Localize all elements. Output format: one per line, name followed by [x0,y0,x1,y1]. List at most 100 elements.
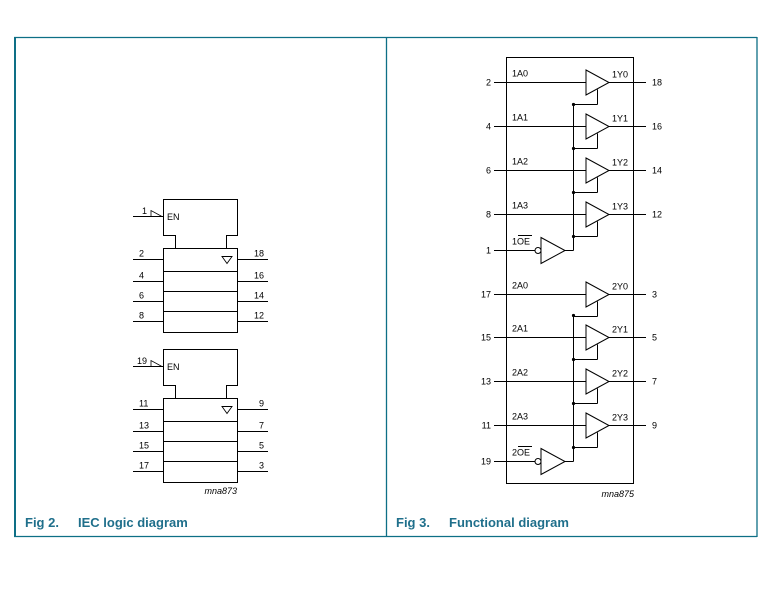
output-pin-number: 14 [254,291,264,301]
input-label: 1A0 [512,69,528,79]
input-label: 2A2 [512,368,528,378]
input-pin-number: 2 [486,78,491,88]
input-pin-number: 17 [139,461,149,471]
input-label: 2A1 [512,324,528,334]
input-pin-number: 8 [139,311,144,321]
fig3-title: Functional diagram [449,515,569,530]
input-label: 2A3 [512,412,528,422]
fig3-number: Fig 3. [396,515,430,530]
output-label: 1Y1 [612,114,628,124]
input-label: 1A2 [512,157,528,167]
enable-input-indicator-icon [150,359,163,367]
enable-pin-number: 19 [137,356,147,366]
output-pin-number: 16 [254,271,264,281]
control-gap [176,234,226,237]
input-pin-number: 11 [482,421,491,431]
output-pin-number: 12 [652,210,662,220]
functional-diagram: 2 1A0 18 1Y0 4 1A1 16 1Y1 6 1A2 14 1Y2 8 1A3 12 1Y3 1 1OE… [481,57,662,484]
inverter-triangle-icon [540,236,567,265]
input-pin-number: 11 [139,399,148,409]
output-pin-number: 7 [652,377,657,387]
inversion-bubble-icon [534,458,542,465]
input-label: 1A1 [512,113,528,123]
buffer-channel: 15 2A1 5 2Y1 [481,313,657,360]
output-pin-number: 5 [652,333,657,343]
buffer-channel: 6 1A2 14 1Y2 [486,146,662,193]
input-pin-number: 13 [139,421,149,431]
input-pin-number: 2 [139,249,144,259]
output-label: 1Y3 [612,202,628,212]
output-pin-number: 7 [259,421,264,431]
buffer-group-1: 2 1A0 18 1Y0 4 1A1 16 1Y1 6 1A2 14 1Y2 8 1A3 12 1Y3 1 1OE [486,69,662,265]
junction-dot [571,234,576,239]
buffer-group-2: 172A032Y0152A152Y1132A272Y2112A392Y3192O… [481,281,657,476]
output-label: 2Y1 [612,325,628,335]
three-state-output-icon [221,406,233,415]
output-label: 2Y0 [612,282,628,292]
output-pin-number: 18 [254,249,264,259]
buffer-triangle-icon [585,324,611,351]
enable-label: EN [167,212,180,222]
input-pin-number: 6 [139,291,144,301]
output-pin-number: 3 [259,461,264,471]
buffer-triangle-icon [585,201,611,228]
output-pin-number: 12 [254,311,264,321]
fig2-code: mna873 [204,486,237,496]
device-outline-box [506,57,634,484]
buffer-channel: 4 1A1 16 1Y1 [486,102,662,149]
buffer-triangle-icon [585,281,611,308]
output-pin-number: 18 [652,78,662,88]
three-state-output-icon [221,256,233,265]
channel-box [163,248,238,333]
control-gap [176,384,226,387]
output-pin-number: 16 [652,122,662,132]
output-pin-number: 9 [652,421,657,431]
enable-pin-number: 1 [142,206,147,216]
output-pin-number: 14 [652,166,662,176]
buffer-channel: 11 2A3 9 2Y3 [482,401,657,448]
output-pin-number: 5 [259,441,264,451]
junction-dot [571,445,576,450]
output-pin-number: 9 [259,399,264,409]
buffer-channel: 8 1A3 12 1Y3 [486,190,662,237]
input-pin-number: 6 [486,166,491,176]
buffer-triangle-icon [585,157,611,184]
input-pin-number: 13 [481,377,491,387]
oe-label: 2OE [512,448,530,458]
output-label: 1Y0 [612,70,628,80]
output-pin-number: 3 [652,290,657,300]
buffer-channel: 2 1A0 18 1Y0 [486,69,662,105]
input-pin-number: 8 [486,210,491,220]
input-pin-number: 15 [481,333,491,343]
input-label: 2A0 [512,281,528,291]
output-label: 1Y2 [612,158,628,168]
inverter-triangle-icon [540,447,567,476]
fig2-caption: Fig 2. IEC logic diagram [25,515,188,530]
enable-label: EN [167,362,180,372]
buffer-triangle-icon [585,113,611,140]
fig3-caption: Fig 3. Functional diagram [396,515,569,530]
oe-label: 1OE [512,237,530,247]
enable-input-indicator-icon [150,209,163,217]
fig2-number: Fig 2. [25,515,59,530]
output-label: 2Y2 [612,369,628,379]
fig2-title: IEC logic diagram [78,515,188,530]
buffer-triangle-icon [585,412,611,439]
input-pin-number: 4 [486,122,491,132]
junction-dot [571,313,576,318]
oe-pin-number: 19 [481,457,491,467]
fig3-code: mna875 [601,489,635,499]
input-pin-number: 15 [139,441,149,451]
inversion-bubble-icon [534,247,542,254]
buffer-channel: 13 2A2 7 2Y2 [481,357,657,404]
buffer-triangle-icon [585,368,611,395]
input-label: 1A3 [512,201,528,211]
output-label: 2Y3 [612,413,628,423]
oe-pin-number: 1 [486,246,491,256]
buffer-triangle-icon [585,69,611,96]
